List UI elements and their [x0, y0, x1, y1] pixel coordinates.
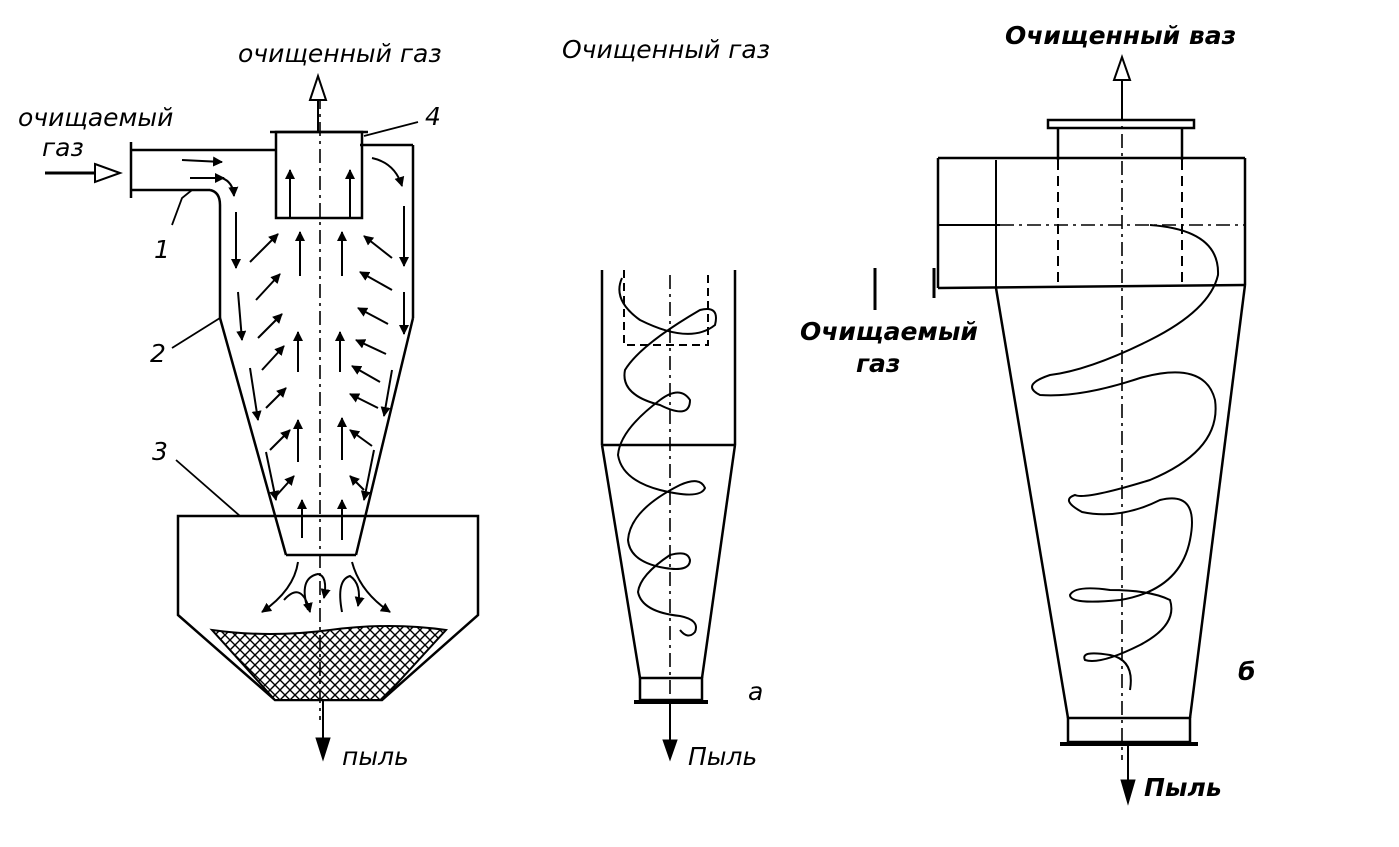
left-dust-label: пыль: [342, 742, 409, 771]
middle-clean-gas-label: Очищенный газ: [562, 35, 770, 64]
inlet-arrow: [94, 162, 123, 184]
spiral-path-a: [616, 277, 717, 637]
right-letter-b: б: [1238, 657, 1255, 686]
right-clean-gas-label: Очищенный ваз: [1005, 21, 1236, 50]
middle-cyclone: [600, 270, 737, 762]
middle-dust-label: Пыль: [688, 742, 757, 771]
cyclone-body: [218, 143, 415, 557]
right-clean-gas-arrow: [1112, 53, 1132, 81]
middle-dust-arrow: [662, 739, 678, 762]
flow-arrows: [181, 156, 409, 613]
right-dust-label: Пыль: [1144, 773, 1222, 802]
right-dirty-gas-label-1: Очищаемый: [800, 317, 978, 346]
left-dirty-gas-label-1: очищаемый: [18, 103, 173, 132]
part-number-4: 4: [425, 102, 441, 131]
right-dust-arrow: [1120, 779, 1136, 806]
part-number-1: 1: [154, 235, 170, 264]
left-clean-gas-label: очищенный газ: [238, 39, 442, 68]
right-dirty-gas-label-2: газ: [856, 349, 900, 378]
clean-gas-outlet-arrow: [308, 72, 328, 101]
exhaust-pipe: [270, 130, 368, 220]
inlet-pipe: [129, 142, 275, 206]
dust-hopper: [176, 514, 480, 702]
leader-lines: [171, 121, 419, 517]
dust-outlet-arrow: [315, 737, 331, 762]
part-number-3: 3: [152, 437, 168, 466]
left-cyclone: [45, 72, 480, 762]
spiral-path-b: [1031, 224, 1220, 691]
right-cyclone: [873, 53, 1247, 806]
middle-letter-a: а: [748, 677, 763, 706]
left-dirty-gas-label-2: газ: [42, 133, 84, 162]
part-number-2: 2: [150, 339, 166, 368]
